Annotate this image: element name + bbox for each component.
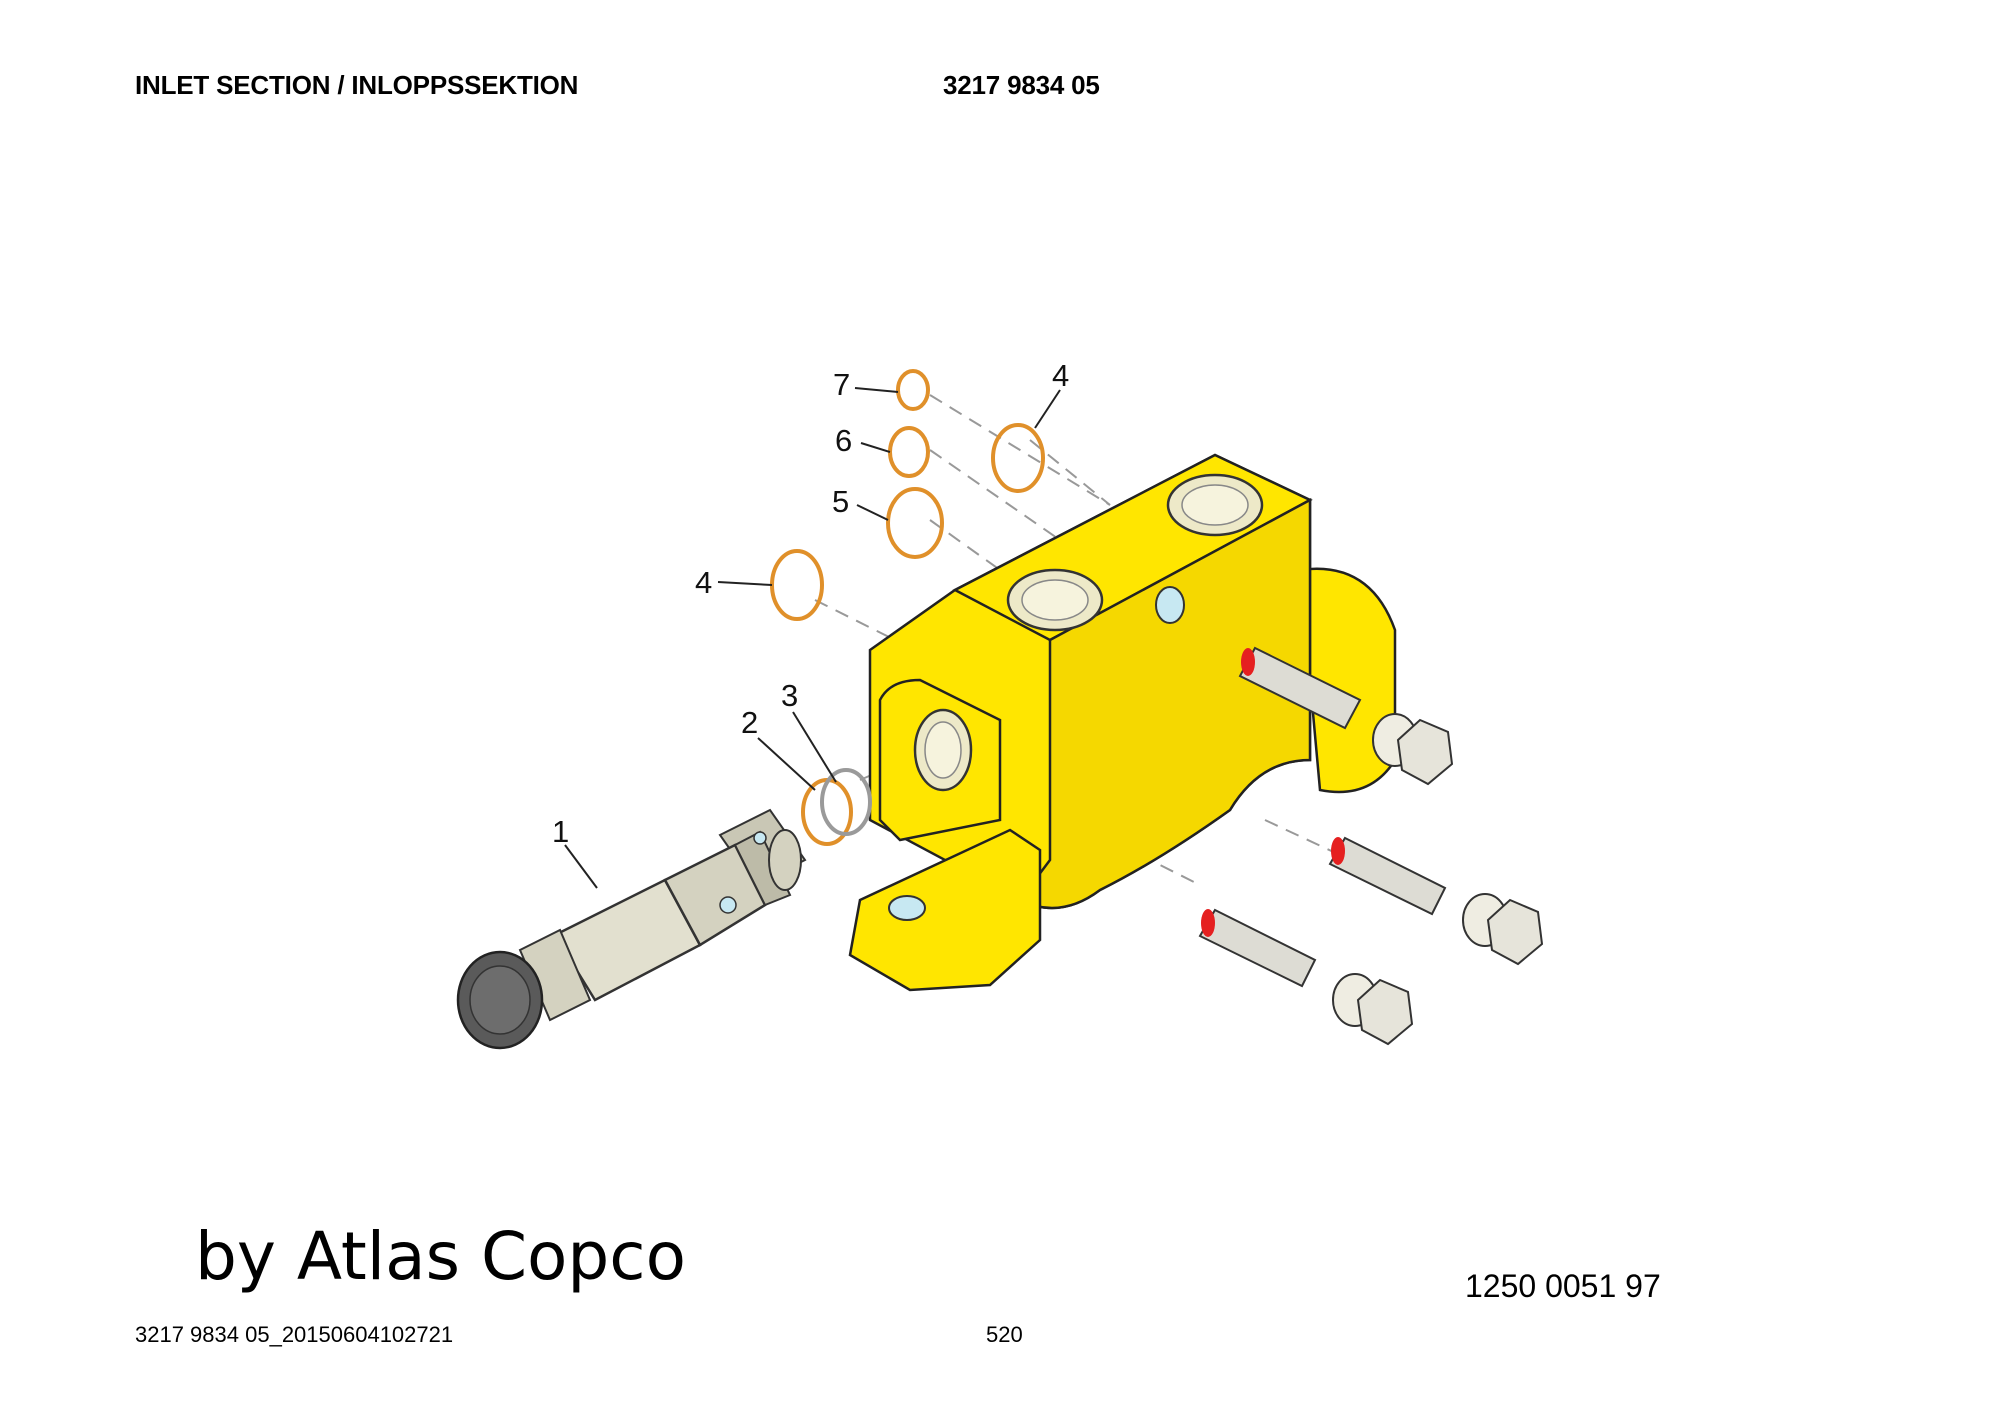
leader-lines (564, 387, 1061, 889)
page-number: 520 (986, 1322, 1023, 1347)
callout-4-upper: 4 (1052, 358, 1069, 393)
seal-ring-4-upper (991, 423, 1045, 493)
callout-1: 1 (552, 814, 569, 849)
callout-5: 5 (832, 484, 849, 519)
drawing-number: 1250 0051 97 (1465, 1268, 1661, 1304)
valve-body (848, 453, 1397, 992)
seal-ring-7 (896, 369, 930, 411)
file-id: 3217 9834 05_20150604102721 (135, 1322, 454, 1347)
seal-ring-5 (886, 487, 944, 559)
seal-ring-3 (820, 768, 872, 836)
callout-6: 6 (835, 423, 852, 458)
brand-label: by Atlas Copco (195, 1218, 686, 1295)
callout-4-lower: 4 (695, 565, 712, 600)
page-title: INLET SECTION / INLOPPSSEKTION (135, 70, 579, 100)
mounting-bolts (1198, 646, 1544, 1046)
document-number: 3217 9834 05 (943, 70, 1100, 100)
seal-ring-4-lower (770, 549, 824, 621)
callout-7: 7 (833, 367, 850, 402)
seal-ring-6 (888, 426, 930, 478)
relief-valve-cartridge (456, 808, 807, 1050)
callout-2: 2 (741, 705, 758, 740)
callout-3: 3 (781, 678, 798, 713)
